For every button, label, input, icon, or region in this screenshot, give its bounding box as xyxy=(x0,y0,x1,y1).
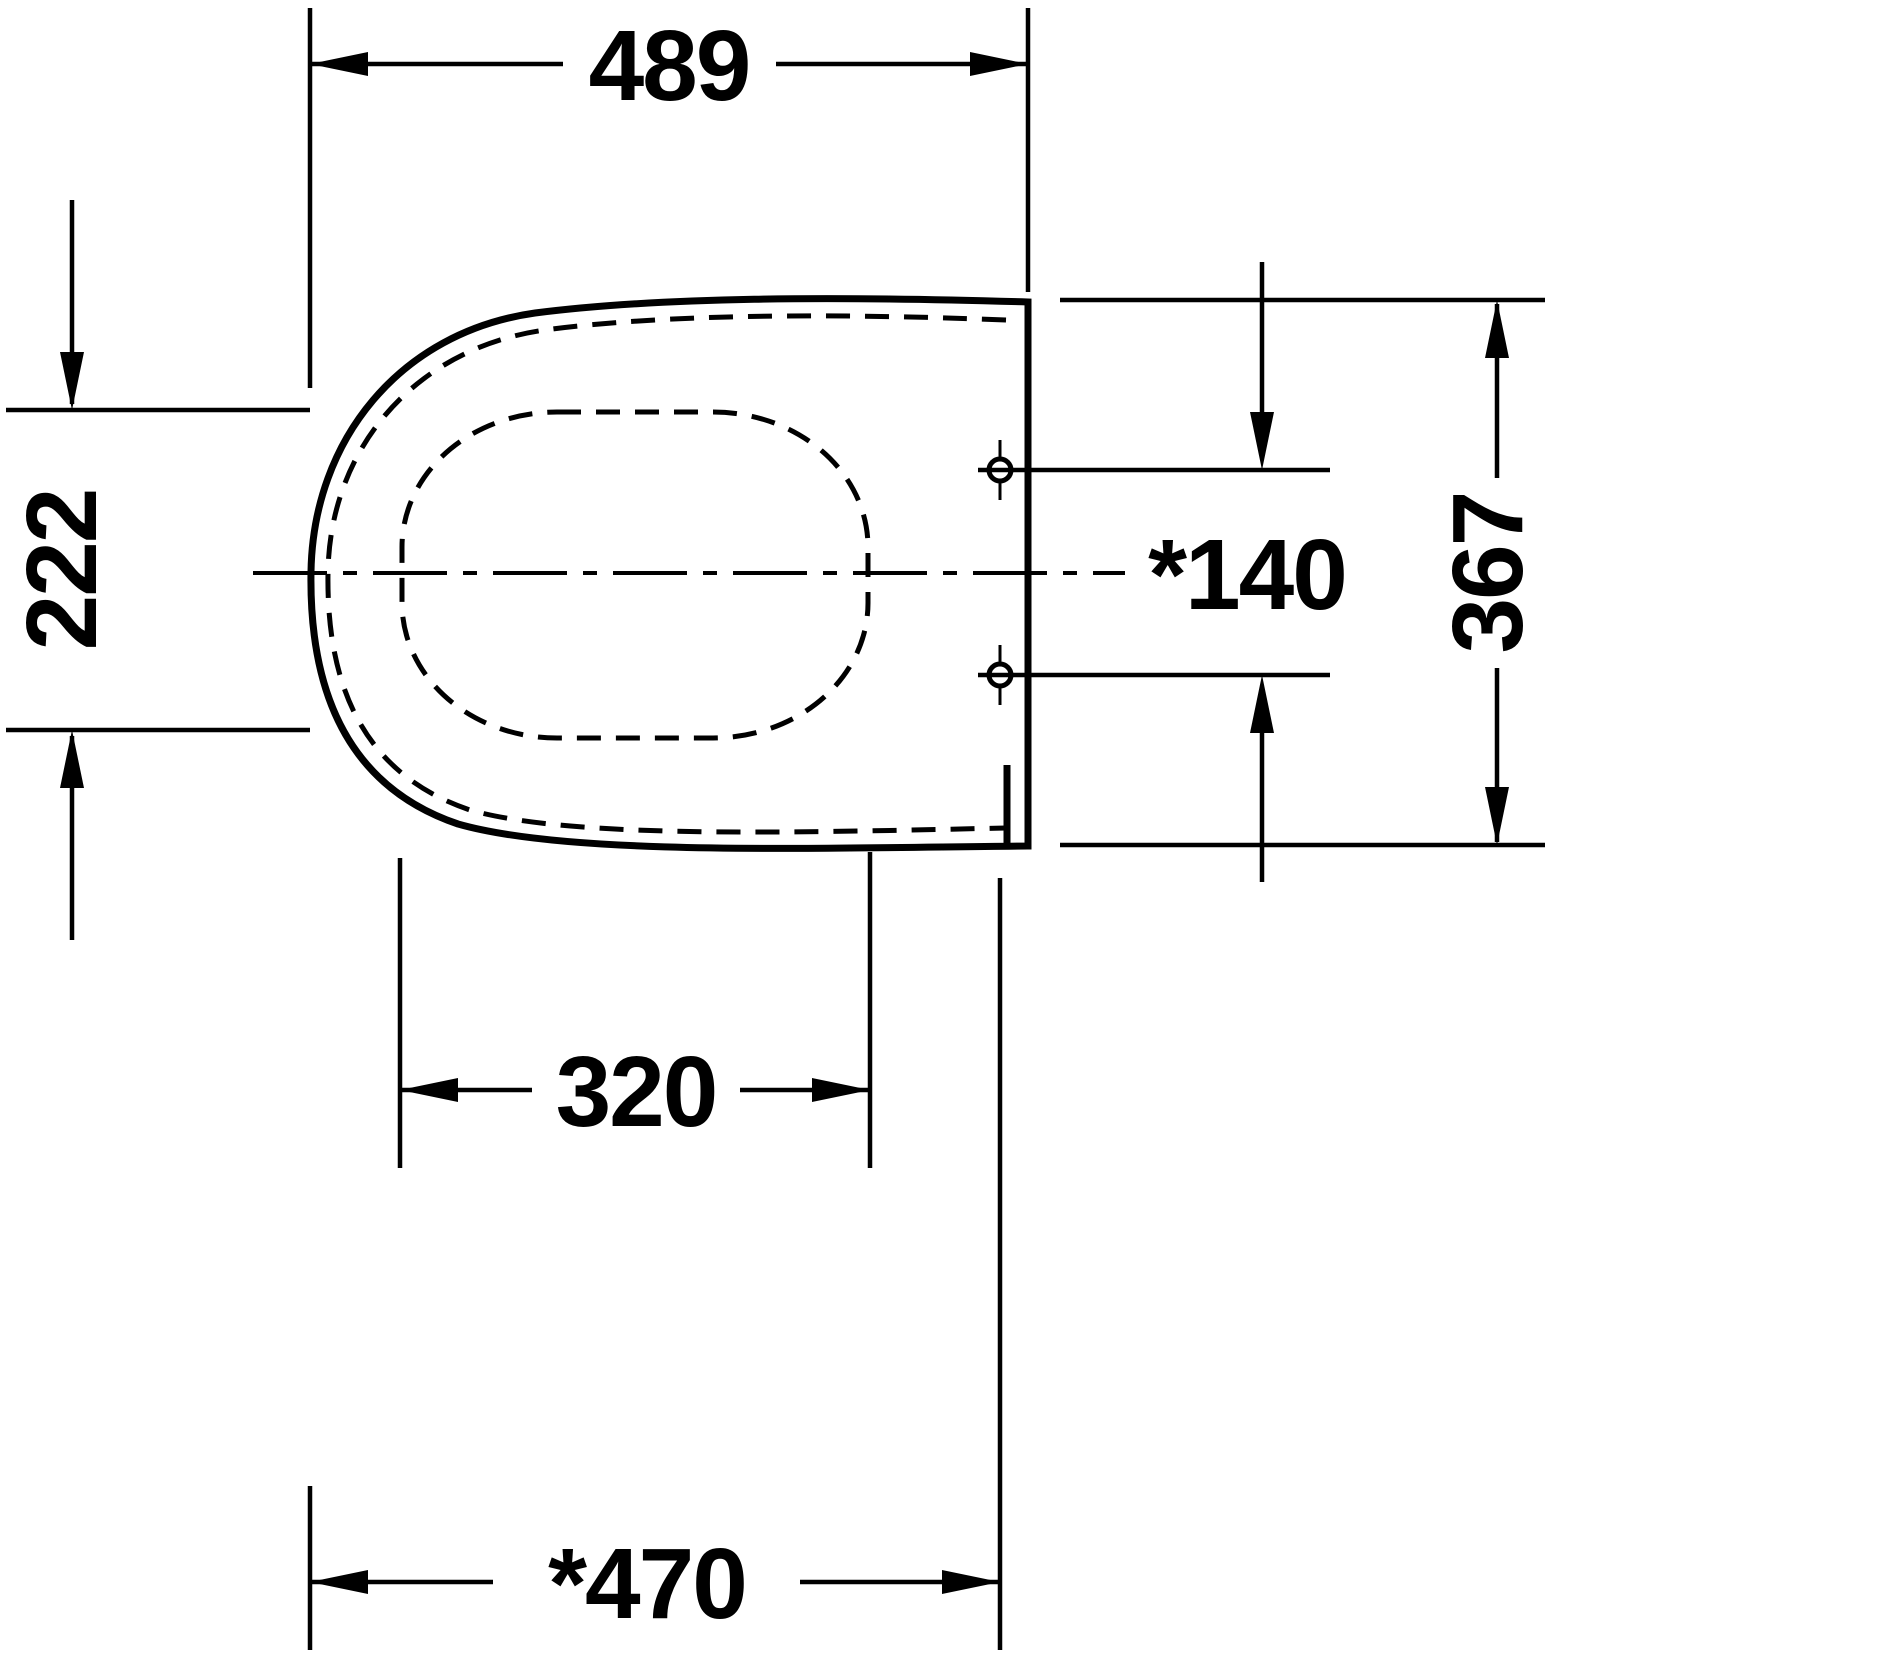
arrowhead-right xyxy=(942,1570,1000,1594)
arrowhead-down xyxy=(60,352,84,410)
dimension-hinge-hole-spacing: *140 xyxy=(978,262,1348,882)
arrowhead-left xyxy=(310,1570,368,1594)
dim-label-right-height: 367 xyxy=(1432,493,1544,654)
arrowhead-right xyxy=(812,1078,870,1102)
arrowhead-left xyxy=(400,1078,458,1102)
dim-label-inner-width: 320 xyxy=(556,1036,717,1148)
arrowhead-left xyxy=(310,52,368,76)
dimension-right-height: 367 xyxy=(1060,297,1545,848)
dim-label-top-width: 489 xyxy=(589,10,750,122)
arrowhead-down xyxy=(1485,787,1509,845)
dimension-inner-width: 320 xyxy=(397,852,873,1168)
seat-ring-dashed-outline xyxy=(325,313,1007,835)
arrowhead-right xyxy=(970,52,1028,76)
dimension-overall-width: *470 xyxy=(307,878,1003,1650)
arrowhead-up xyxy=(1250,675,1274,733)
seat-geometry xyxy=(253,295,1125,852)
dimension-top-width: 489 xyxy=(307,8,1031,388)
dim-label-left-height: 222 xyxy=(6,490,118,651)
dimension-left-height: 222 xyxy=(6,200,310,940)
dim-label-hinge-hole-spacing: *140 xyxy=(1148,519,1346,631)
arrowhead-up xyxy=(1485,300,1509,358)
dim-label-overall-width: *470 xyxy=(548,1528,746,1640)
arrowhead-up xyxy=(60,730,84,788)
arrowhead-down xyxy=(1250,412,1274,470)
